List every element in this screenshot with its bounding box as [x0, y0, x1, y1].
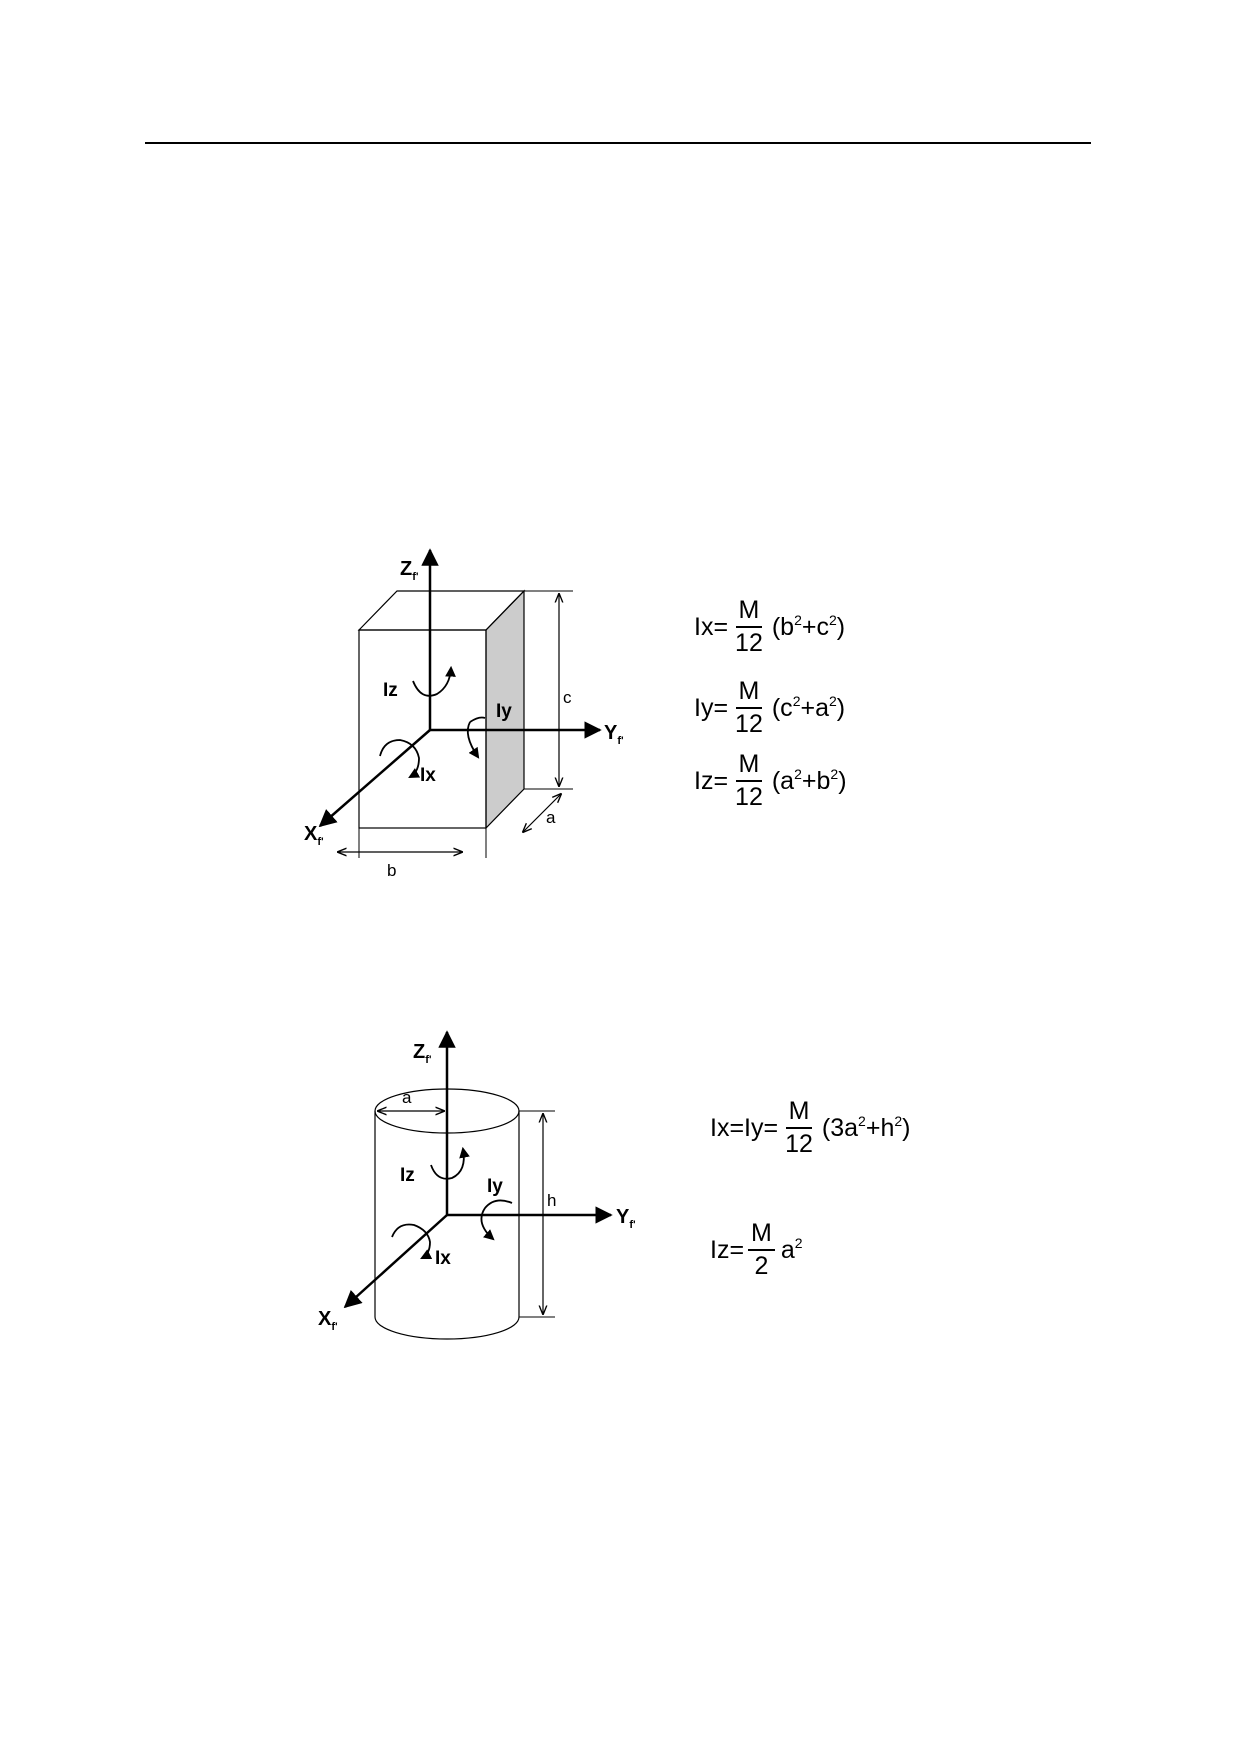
fraction-numerator: M — [735, 598, 763, 628]
box-iz-label: Iz — [383, 680, 398, 701]
fraction-denominator: 12 — [735, 629, 763, 657]
fraction-denominator: 12 — [735, 710, 763, 738]
fraction-numerator: M — [735, 679, 763, 709]
formula-fraction: M 12 — [732, 679, 766, 737]
fraction-numerator: M — [735, 752, 763, 782]
cylinder-iy-arrow-icon — [480, 1199, 513, 1239]
formula-rhs: (c2+a2) — [771, 692, 846, 722]
fraction-denominator: 12 — [785, 1130, 813, 1158]
formula-rhs: (3a2+h2) — [821, 1112, 911, 1142]
fraction-denominator: 12 — [735, 783, 763, 811]
box-ix-arrow-icon — [379, 739, 421, 779]
box-iy-label: Iy — [496, 701, 512, 722]
formula-lhs: Ix= — [694, 612, 729, 641]
box-x-label: Xf' — [304, 823, 324, 848]
cylinder-ix-label: Ix — [435, 1248, 451, 1269]
box-iz-arrow-icon — [412, 665, 456, 697]
formula-fraction: M 12 — [732, 598, 766, 656]
formula-fraction: M 12 — [782, 1099, 816, 1157]
cylinder-iy-label: Iy — [487, 1176, 503, 1197]
cylinder-bottom-arc — [374, 1316, 520, 1340]
formula-fraction: M 2 — [748, 1221, 775, 1279]
box-dim-b-label: b — [387, 861, 396, 880]
formula-rhs: a2 — [780, 1234, 803, 1264]
formula-lhs: Iy= — [694, 693, 729, 722]
box-diagram: Zf' Yf' Xf' Iz Iy Ix c a b — [304, 548, 624, 880]
cylinder-iz-arrow-icon — [430, 1146, 470, 1180]
cylinder-ix-arrow-icon — [391, 1223, 433, 1259]
box-formula-iy: Iy= M 12 (c2+a2) — [694, 679, 845, 737]
box-formula-ix: Ix= M 12 (b2+c2) — [694, 598, 845, 656]
cylinder-z-label: Zf' — [413, 1041, 432, 1066]
cylinder-formula-ix-iy: Ix=Iy= M 12 (3a2+h2) — [710, 1099, 910, 1157]
formula-lhs: Ix=Iy= — [710, 1113, 779, 1142]
box-dim-a-label: a — [546, 808, 556, 827]
fraction-numerator: M — [748, 1221, 775, 1251]
cylinder-dim-h-label: h — [547, 1191, 556, 1210]
cylinder-dim-a-label: a — [402, 1088, 412, 1107]
cylinder-iz-label: Iz — [400, 1165, 415, 1186]
box-formula-iz: Iz= M 12 (a2+b2) — [694, 752, 847, 810]
formula-rhs: (b2+c2) — [771, 611, 846, 641]
fraction-numerator: M — [785, 1099, 813, 1129]
fraction-denominator: 2 — [754, 1252, 769, 1280]
cylinder-x-label: Xf' — [318, 1308, 338, 1333]
cylinder-formula-iz: Iz= M 2 a2 — [710, 1221, 803, 1279]
cylinder-y-label: Yf' — [616, 1206, 636, 1231]
cylinder-x-axis — [343, 1214, 448, 1309]
formula-rhs: (a2+b2) — [771, 765, 847, 795]
formula-lhs: Iz= — [694, 766, 729, 795]
box-dim-c-label: c — [563, 688, 572, 707]
box-dim-a-line — [523, 794, 561, 832]
box-ix-label: Ix — [420, 765, 436, 786]
box-iy-arrow-icon — [466, 716, 485, 758]
header-rule — [145, 142, 1091, 144]
cylinder-diagram: Zf' Yf' Xf' Iz Iy Ix a h — [318, 1030, 636, 1340]
box-z-label: Zf' — [400, 558, 419, 583]
box-y-label: Yf' — [604, 722, 624, 747]
box-x-axis — [318, 729, 431, 828]
formula-lhs: Iz= — [710, 1235, 745, 1264]
formula-fraction: M 12 — [732, 752, 766, 810]
